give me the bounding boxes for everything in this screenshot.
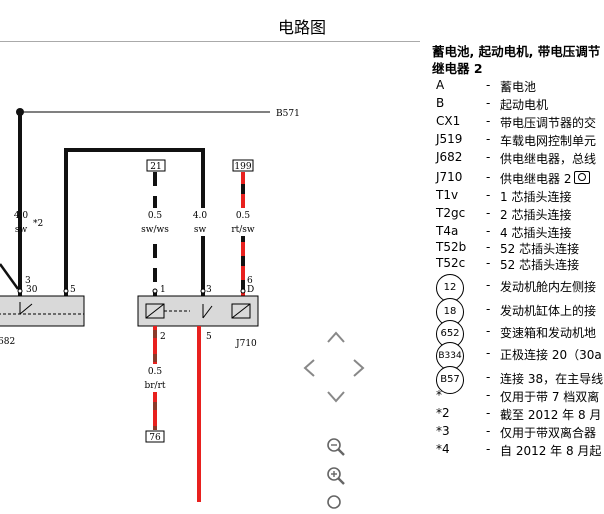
pan-right-button[interactable] xyxy=(352,358,366,378)
pin-label-D: D xyxy=(247,285,254,295)
zoom-fit-icon xyxy=(327,495,341,509)
wire-color-4: rt/sw xyxy=(231,225,255,235)
zoom-out-button[interactable] xyxy=(326,437,346,457)
relay-j682-label: 682 xyxy=(0,337,15,347)
relay-j710-coil-right xyxy=(231,303,251,319)
camera-icon[interactable] xyxy=(574,171,591,184)
zoom-in-icon xyxy=(327,467,345,485)
chevron-up-icon xyxy=(327,331,345,343)
pan-left-button[interactable] xyxy=(302,358,316,378)
connector-box-21 xyxy=(146,159,166,172)
chevron-left-icon xyxy=(303,359,315,377)
wire-size-1: 4.0 xyxy=(14,211,29,221)
zoom-fit-button[interactable] xyxy=(326,494,346,514)
wire-color-2: sw/ws xyxy=(141,225,169,235)
wire-size-2: 0.5 xyxy=(148,211,163,221)
wire-size-5: 0.5 xyxy=(148,367,163,377)
connector-box-199 xyxy=(232,159,254,172)
legend-title-line2: 继电器 2 xyxy=(432,61,483,76)
pin-right-6 xyxy=(240,288,246,294)
pin-label-6: 6 xyxy=(247,276,253,286)
reference-label: B571 xyxy=(276,109,300,119)
relay-j710-label: J710 xyxy=(235,339,257,349)
legend-panel: 蓄电池, 起动电机, 带电压调节 继电器 2 A-蓄电池 B-起动电机 CX1-… xyxy=(432,44,604,458)
wire-left-diagonal xyxy=(0,263,20,290)
wire-color-1: sw xyxy=(15,225,28,235)
pin-label-2: 2 xyxy=(160,332,166,342)
connector-box-199-label: 199 xyxy=(234,162,251,172)
pin-left-3 xyxy=(17,288,23,294)
wire-color-3: sw xyxy=(194,225,207,235)
pin-label-30: 30 xyxy=(26,285,38,295)
pin-label-3a: 3 xyxy=(25,276,31,286)
note-ref: *2 xyxy=(33,219,43,229)
page-title: 电路图 xyxy=(277,18,326,37)
circuit-diagram: B571 21 199 4.0 sw *2 0.5 sw/ws 4.0 sw 0… xyxy=(0,108,300,502)
pin-label-1: 1 xyxy=(160,285,166,295)
title-divider xyxy=(0,41,420,42)
pan-down-button[interactable] xyxy=(326,390,346,404)
legend-title-line1: 蓄电池, 起动电机, 带电压调节 xyxy=(432,44,601,59)
wire-color-5: br/rt xyxy=(144,381,165,391)
pin-left-5 xyxy=(63,288,69,294)
pin-right-1 xyxy=(152,288,158,294)
wire-black-loop xyxy=(64,148,205,300)
wire-label-4: 0.5 rt/sw xyxy=(231,208,257,236)
wire-size-4: 0.5 xyxy=(236,211,251,221)
connector-box-21-label: 21 xyxy=(150,162,161,172)
relay-j682-body xyxy=(0,295,85,327)
junction-dot xyxy=(16,108,24,116)
wire-label-5: 0.5 br/rt xyxy=(143,364,169,392)
pan-up-button[interactable] xyxy=(326,330,346,344)
zoom-out-icon xyxy=(327,438,345,456)
connector-box-76 xyxy=(145,430,165,443)
zoom-in-button[interactable] xyxy=(326,466,346,486)
connector-box-76-label: 76 xyxy=(149,433,161,443)
pin-right-3 xyxy=(200,288,206,294)
pin-label-5a: 5 xyxy=(70,285,76,295)
chevron-down-icon xyxy=(327,391,345,403)
wire-label-3: 4.0 sw xyxy=(190,208,216,236)
wire-label-2: 0.5 sw/ws xyxy=(141,208,169,236)
pin-label-5b: 5 xyxy=(206,332,212,342)
relay-j710-body xyxy=(137,295,259,327)
chevron-right-icon xyxy=(353,359,365,377)
wire-size-3: 4.0 xyxy=(193,211,208,221)
wire-label-1: 4.0 sw xyxy=(14,211,29,235)
pin-label-3b: 3 xyxy=(206,285,212,295)
